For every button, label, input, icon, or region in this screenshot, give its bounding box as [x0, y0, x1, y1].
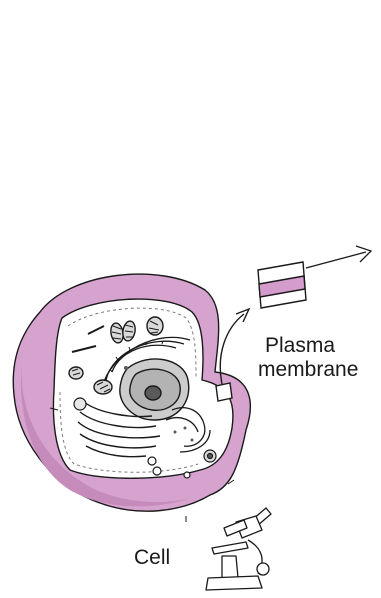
nucleolus — [145, 386, 161, 400]
microscope-pillar — [222, 556, 238, 578]
membrane-section-icon — [258, 262, 306, 308]
nucleus — [120, 359, 189, 420]
arrow-icon — [220, 309, 249, 384]
microscope-icon — [206, 508, 271, 590]
microscope-stage — [212, 542, 248, 554]
membrane-sample-patch — [216, 383, 232, 401]
microscope-base — [206, 576, 262, 590]
plasma-membrane-label-line2: membrane — [258, 358, 358, 382]
cell-cutaway-illustration — [13, 274, 250, 522]
plasma-membrane-label-line1: Plasma — [265, 334, 335, 358]
export-arrow-icon — [306, 246, 371, 268]
microscope-knob — [257, 563, 269, 575]
cell-label: Cell — [134, 546, 170, 570]
